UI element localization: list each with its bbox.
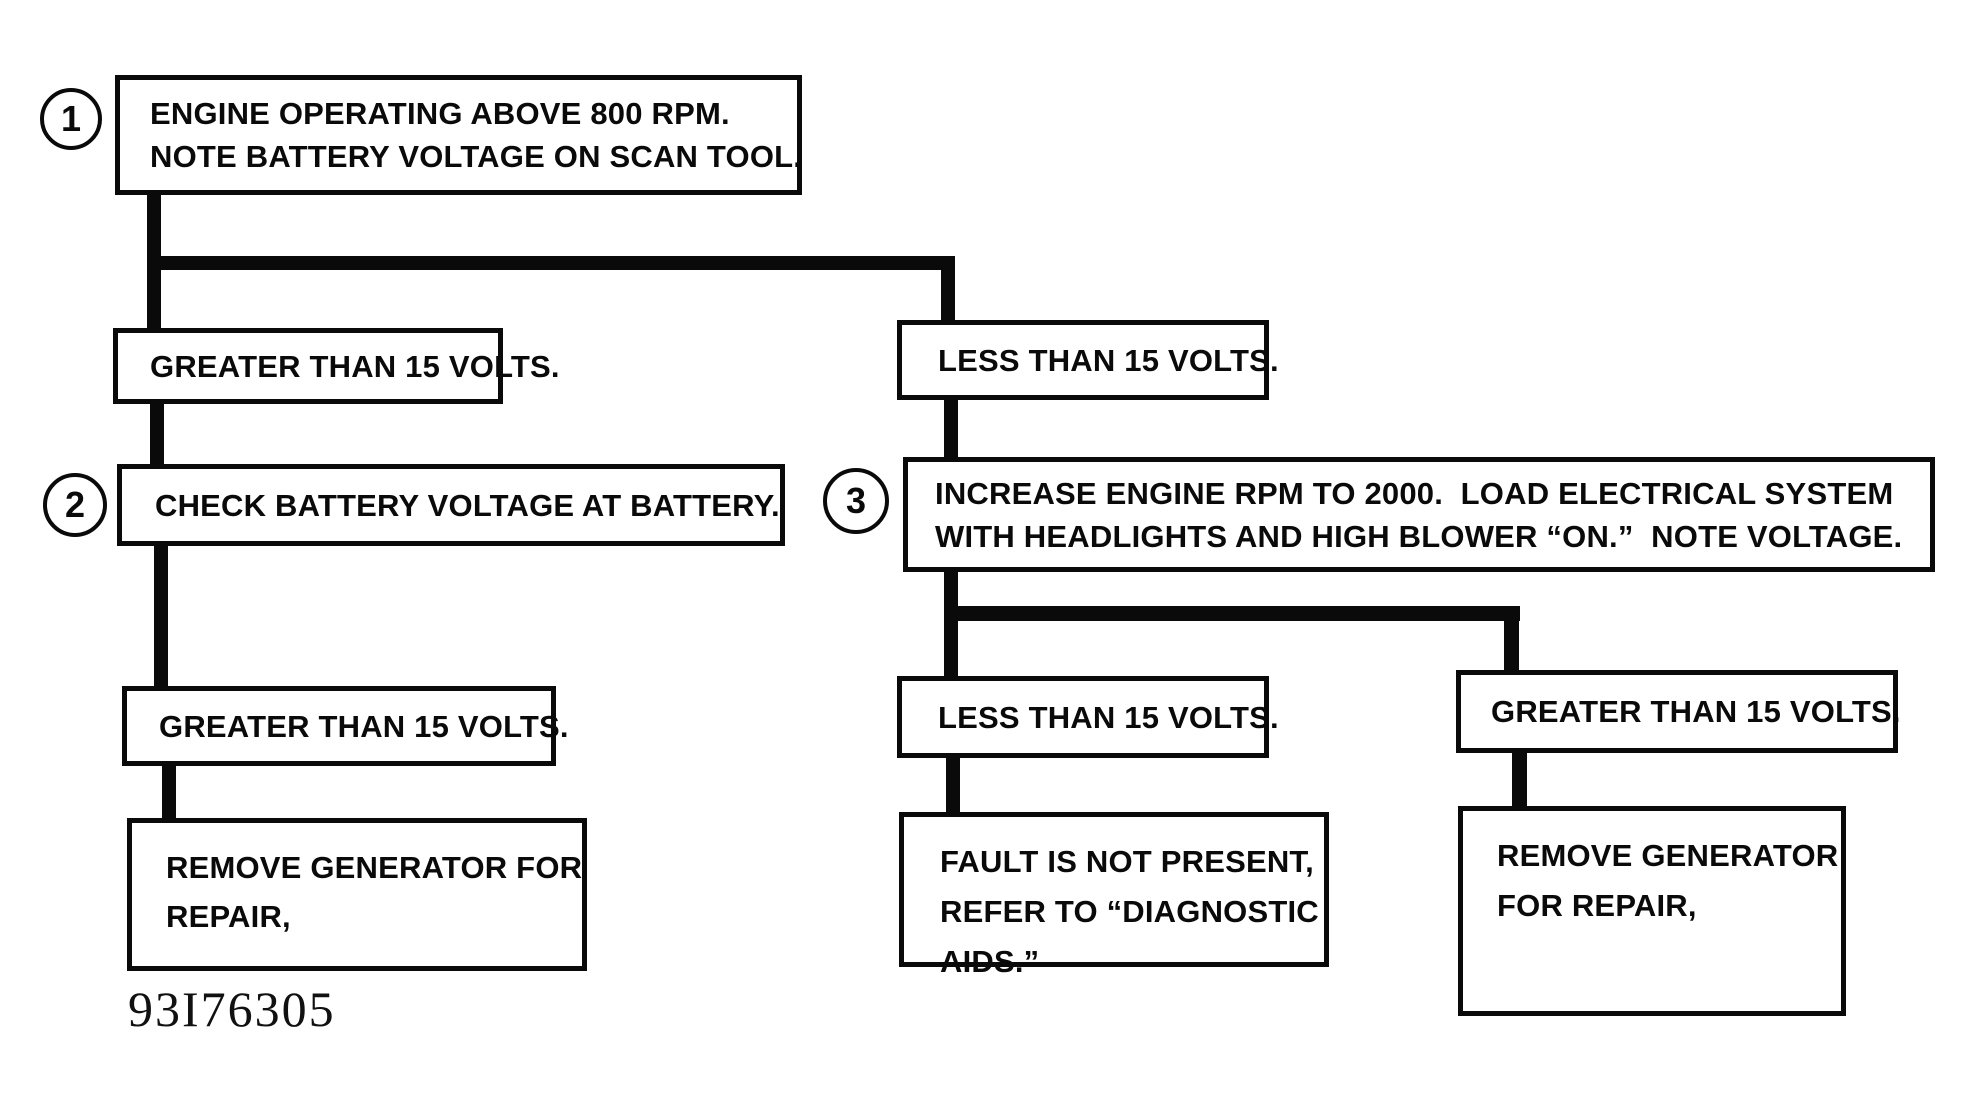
connector-branch1-left-to-step2 <box>150 402 164 466</box>
node-step3-line2: WITH HEADLIGHTS AND HIGH BLOWER “ON.” NO… <box>935 518 1903 554</box>
step-number-circle-3: 3 <box>823 468 889 534</box>
connector-step3-down <box>944 570 958 678</box>
step-number-3: 3 <box>845 480 867 521</box>
node-step3: INCREASE ENGINE RPM TO 2000. LOAD ELECTR… <box>903 457 1935 572</box>
node-step2-action-line2: REPAIR, <box>166 899 291 934</box>
connector-step2-result-down <box>162 764 176 822</box>
step-number-1: 1 <box>60 98 82 139</box>
node-branch1-left-text: GREATER THAN 15 VOLTS. <box>150 348 560 384</box>
node-step2-text: CHECK BATTERY VOLTAGE AT BATTERY. <box>155 487 780 523</box>
step-number-2: 2 <box>64 484 86 525</box>
connector-branch3-right-down2 <box>1512 751 1527 809</box>
node-branch3-left-action-line1: FAULT IS NOT PRESENT, <box>940 844 1314 879</box>
node-branch1-left: GREATER THAN 15 VOLTS. <box>113 328 560 404</box>
node-branch3-left-action-line2: REFER TO “DIAGNOSTIC <box>940 894 1319 929</box>
step-number-circle-2: 2 <box>43 473 107 537</box>
node-step1: ENGINE OPERATING ABOVE 800 RPM. NOTE BAT… <box>115 75 802 195</box>
node-branch3-left-action-line3: AIDS.” <box>940 944 1040 979</box>
node-step3-line1: INCREASE ENGINE RPM TO 2000. LOAD ELECTR… <box>935 475 1894 511</box>
node-step2: CHECK BATTERY VOLTAGE AT BATTERY. <box>117 464 785 546</box>
node-branch1-right-text: LESS THAN 15 VOLTS. <box>938 342 1279 378</box>
node-step1-line1: ENGINE OPERATING ABOVE 800 RPM. <box>150 96 730 131</box>
connector-branch1-right-down <box>941 256 955 324</box>
node-branch1-right: LESS THAN 15 VOLTS. <box>897 320 1279 400</box>
node-branch3-left-action: FAULT IS NOT PRESENT, REFER TO “DIAGNOST… <box>899 812 1329 979</box>
node-branch3-left: LESS THAN 15 VOLTS. <box>897 676 1279 758</box>
node-step2-result: GREATER THAN 15 VOLTS. <box>122 686 569 766</box>
node-step2-action-line1: REMOVE GENERATOR FOR <box>166 850 583 885</box>
connector-branch3-right-down <box>1504 606 1519 672</box>
node-step2-result-text: GREATER THAN 15 VOLTS. <box>159 708 569 744</box>
node-branch3-right-text: GREATER THAN 15 VOLTS. <box>1491 694 1901 729</box>
node-branch3-right: GREATER THAN 15 VOLTS. <box>1456 670 1901 753</box>
connector-step2-down <box>154 544 168 690</box>
node-branch3-right-action-line1: REMOVE GENERATOR <box>1497 838 1839 873</box>
node-branch3-left-text: LESS THAN 15 VOLTS. <box>938 699 1279 735</box>
node-step2-action: REMOVE GENERATOR FOR REPAIR, <box>127 818 587 971</box>
connector-branch1-right-to-step3 <box>944 398 958 460</box>
connector-step3-branch-horizontal <box>944 606 1520 621</box>
node-branch3-right-action-line2: FOR REPAIR, <box>1497 888 1697 923</box>
connector-step1-branch-horizontal <box>147 256 955 270</box>
step-number-circle-1: 1 <box>40 88 102 150</box>
figure-id-label: 93I76305 <box>128 981 336 1037</box>
connector-branch3-left-down <box>946 756 960 814</box>
node-branch3-right-action: REMOVE GENERATOR FOR REPAIR, <box>1458 806 1846 1016</box>
node-step1-line2: NOTE BATTERY VOLTAGE ON SCAN TOOL. <box>150 139 803 174</box>
